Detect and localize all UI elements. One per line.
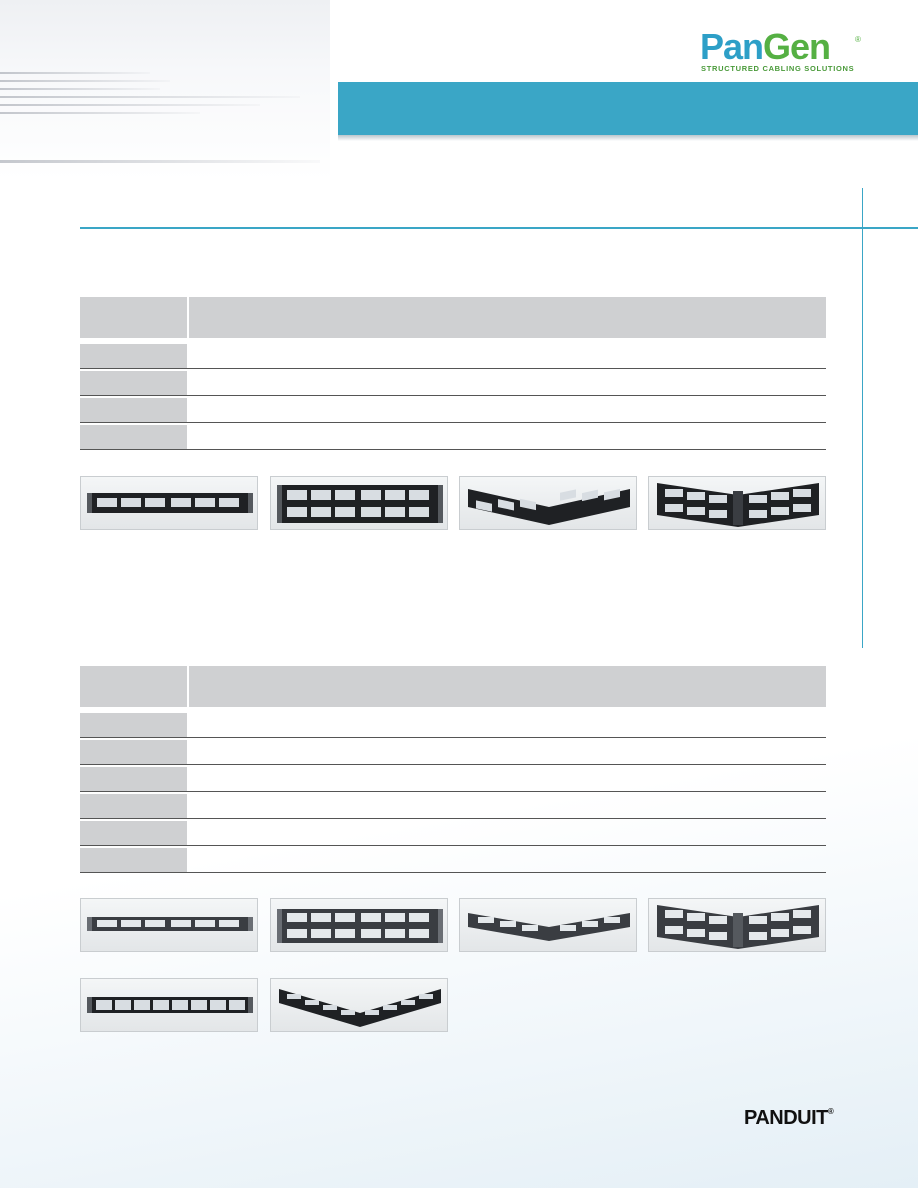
product-image-angled-1ru <box>459 898 637 952</box>
logo-gen: Gen <box>763 26 831 67</box>
header-decoration <box>0 0 330 180</box>
table-row <box>80 848 826 873</box>
patch-panel-illustration <box>87 493 253 513</box>
table-header <box>80 666 826 707</box>
spec-table-2 <box>80 666 826 876</box>
vertical-rule <box>862 188 863 648</box>
section-rule <box>80 227 918 229</box>
pangen-logo: PanGen ® STRUCTURED CABLING SOLUTIONS <box>700 26 861 75</box>
product-image-angled-1ru-48port <box>270 978 448 1032</box>
product-image-flat-2ru <box>270 476 448 530</box>
table-row <box>80 425 826 450</box>
patch-panel-illustration <box>657 905 819 949</box>
product-image-angled-1ru <box>459 476 637 530</box>
header-divider <box>187 666 189 707</box>
decor-streak <box>0 72 150 74</box>
table-row <box>80 821 826 846</box>
spec-table-1 <box>80 297 826 453</box>
patch-panel-illustration <box>87 917 253 931</box>
patch-panel-illustration <box>277 485 443 523</box>
table-row <box>80 794 826 819</box>
table-row <box>80 344 826 369</box>
patch-panel-illustration <box>468 488 630 525</box>
panduit-logo: PANDUIT® <box>744 1107 834 1130</box>
decor-streak <box>0 88 160 90</box>
patch-panel-illustration <box>657 483 819 527</box>
logo-tagline: STRUCTURED CABLING SOLUTIONS <box>701 64 855 73</box>
product-image-angled-2ru <box>648 476 826 530</box>
patch-panel-illustration <box>468 913 630 941</box>
logo-pan: Pan <box>700 26 764 67</box>
header-band <box>338 82 918 135</box>
product-image-flat-1ru-48port <box>80 978 258 1032</box>
decor-streak <box>0 112 200 114</box>
panduit-registered-mark: ® <box>827 1107 834 1116</box>
product-image-angled-2ru <box>648 898 826 952</box>
patch-panel-illustration <box>87 997 253 1013</box>
decor-streak <box>0 160 320 163</box>
table-header <box>80 297 826 338</box>
header-divider <box>187 297 189 338</box>
decor-streak <box>0 104 260 106</box>
table-row <box>80 398 826 423</box>
table-row <box>80 713 826 738</box>
patch-panel-illustration <box>277 909 443 943</box>
product-image-flat-2ru <box>270 898 448 952</box>
logo-wordmark: PanGen <box>700 26 831 67</box>
header-band-shadow <box>338 135 918 141</box>
decor-streak <box>0 80 170 82</box>
table-row <box>80 740 826 765</box>
panduit-wordmark: PANDUIT <box>744 1107 828 1129</box>
product-image-flat-1ru <box>80 476 258 530</box>
decor-streak <box>0 96 300 98</box>
patch-panel-illustration <box>279 989 441 1027</box>
table-row <box>80 371 826 396</box>
product-image-flat-1ru <box>80 898 258 952</box>
logo-registered-mark: ® <box>855 35 861 44</box>
table-row <box>80 767 826 792</box>
